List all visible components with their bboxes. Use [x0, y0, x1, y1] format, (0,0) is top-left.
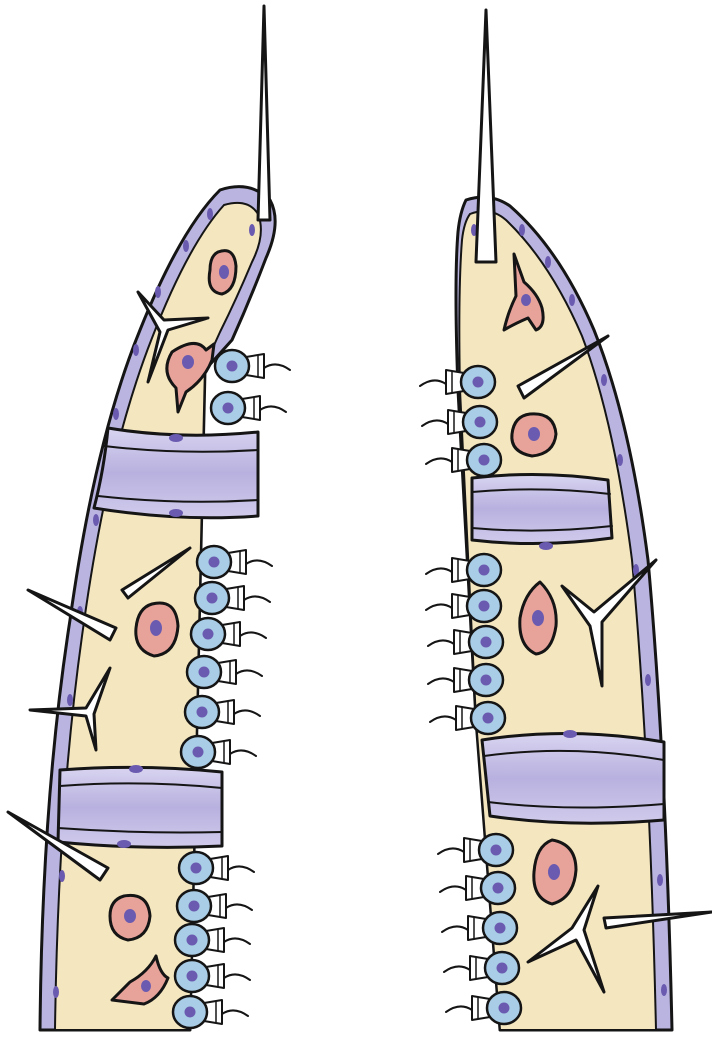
choanocyte-icon	[426, 590, 501, 622]
choanocyte-icon	[446, 992, 521, 1024]
choanocyte-icon	[181, 736, 256, 768]
choanocyte-icon	[444, 952, 519, 984]
choanocyte-icon	[440, 872, 515, 904]
choanocyte-icon	[185, 696, 260, 728]
left-tip-monaxon-spicule-icon	[258, 6, 270, 220]
porocyte-canal-left-lower	[58, 765, 222, 848]
choanocyte-icon	[187, 656, 262, 688]
choanocyte-icon	[179, 852, 254, 884]
amoebocyte-icon	[110, 895, 150, 940]
choanocyte-icon	[195, 582, 270, 614]
choanocyte-icon	[215, 350, 290, 382]
porocyte-canal-right-upper	[472, 474, 612, 550]
left-body-wall-section	[8, 6, 290, 1030]
right-body-wall-section	[420, 10, 712, 1030]
choanocyte-icon	[191, 618, 266, 650]
amoebocyte-icon	[209, 251, 236, 294]
amoebocyte-icon	[512, 414, 556, 456]
choanocyte-icon	[438, 834, 513, 866]
choanocyte-icon	[197, 546, 272, 578]
choanocyte-icon	[426, 554, 501, 586]
amoebocyte-icon	[136, 603, 178, 656]
choanocyte-icon	[430, 702, 505, 734]
choanocyte-icon	[428, 664, 503, 696]
choanocyte-icon	[442, 912, 517, 944]
porocyte-canal-left-upper	[94, 428, 258, 518]
porocyte-canal-right-lower	[482, 730, 664, 823]
choanocyte-icon	[211, 392, 286, 424]
right-tip-monaxon-spicule-icon	[476, 10, 496, 262]
choanocyte-icon	[175, 960, 250, 992]
choanocyte-icon	[175, 924, 250, 956]
choanocyte-icon	[177, 890, 252, 922]
choanocyte-icon	[428, 626, 503, 658]
choanocyte-icon	[173, 996, 248, 1028]
